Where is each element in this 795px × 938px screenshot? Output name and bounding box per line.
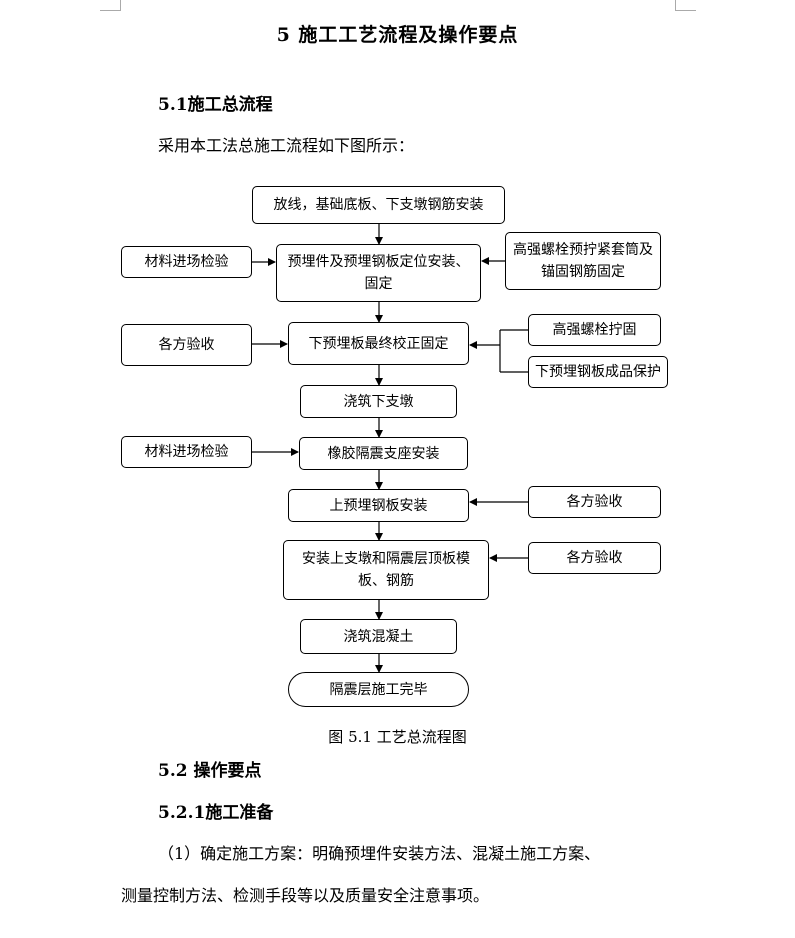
- document-title: 5 施工工艺流程及操作要点: [276, 24, 519, 46]
- paragraph-line-2: 测量控制方法、检测手段等以及质量安全注意事项。: [121, 886, 490, 905]
- step-1-box: 放线，基础底板、下支墩钢筋安装: [252, 186, 505, 224]
- crop-mark-right: [675, 0, 696, 11]
- step-5-box: 橡胶隔震支座安装: [299, 437, 468, 470]
- figure-caption: 图 5.1 工艺总流程图: [328, 728, 467, 746]
- step-4-box: 浇筑下支墩: [300, 385, 457, 418]
- section-intro: 采用本工法总施工流程如下图所示：: [158, 136, 415, 155]
- acceptance-box-1: 各方验收: [121, 324, 252, 366]
- step-3-box: 下预埋板最终校正固定: [288, 322, 469, 365]
- crop-mark-left: [100, 0, 121, 11]
- step-6-box: 上预埋钢板安装: [288, 489, 469, 522]
- end-terminal: 隔震层施工完毕: [288, 672, 469, 707]
- step-2-box: 预埋件及预埋钢板定位安装、固定: [276, 244, 481, 302]
- material-check-box-2: 材料进场检验: [121, 436, 252, 468]
- paragraph-line-1: （1）确定施工方案：明确预埋件安装方法、混凝土施工方案、: [158, 844, 601, 863]
- material-check-box-1: 材料进场检验: [121, 246, 252, 278]
- acceptance-box-3: 各方验收: [528, 542, 661, 574]
- bolt-pretighten-box: 高强螺栓预拧紧套筒及锚固钢筋固定: [505, 232, 661, 290]
- bolt-tighten-box: 高强螺栓拧固: [528, 314, 661, 346]
- section-heading-5-2-1: 5.2.1施工准备: [158, 803, 274, 823]
- section-heading-5-2: 5.2 操作要点: [158, 761, 262, 781]
- step-7-box: 安装上支墩和隔震层顶板模板、钢筋: [283, 540, 489, 600]
- step-8-box: 浇筑混凝土: [300, 619, 457, 654]
- section-heading-5-1: 5.1施工总流程: [158, 95, 273, 115]
- plate-protect-box: 下预埋钢板成品保护: [528, 356, 668, 388]
- acceptance-box-2: 各方验收: [528, 486, 661, 518]
